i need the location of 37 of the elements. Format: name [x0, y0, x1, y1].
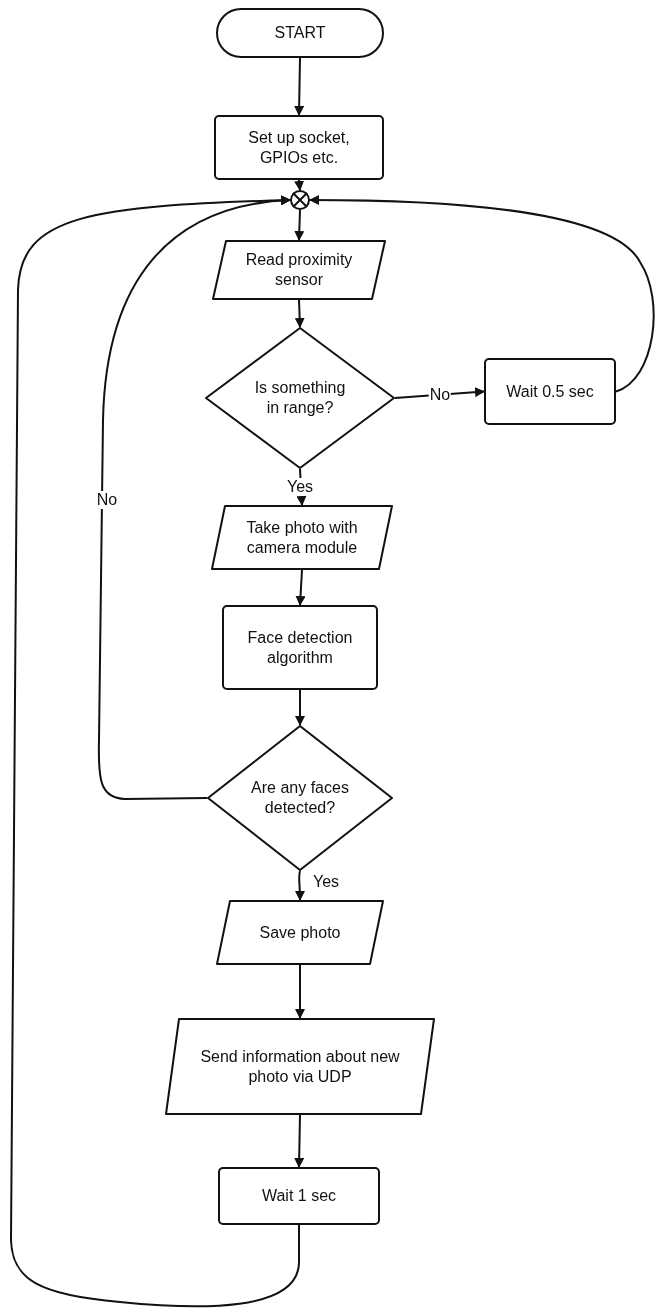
edge-label: Yes — [285, 478, 315, 496]
arrow — [10, 195, 300, 1308]
node-text: Set up socket, GPIOs etc. — [247, 127, 351, 168]
node-text: Read proximity sensor — [244, 250, 354, 290]
arrow — [295, 689, 305, 726]
arrow — [294, 179, 305, 191]
arrow — [295, 964, 305, 1019]
process-box — [218, 1167, 380, 1225]
arrow — [294, 870, 305, 901]
connector-circle — [290, 190, 310, 210]
arrow — [295, 569, 306, 606]
input-output-parallelogram — [212, 240, 386, 300]
arrow — [394, 387, 485, 399]
arrow — [294, 299, 305, 328]
input-output-parallelogram — [165, 1018, 435, 1115]
decision-diamond — [207, 725, 393, 871]
node-text: Save photo — [258, 922, 342, 943]
arrow — [309, 195, 655, 393]
arrow — [294, 209, 305, 241]
process-box — [484, 358, 616, 425]
node-text: Send information about new photo via UDP — [199, 1046, 401, 1087]
node-text: Wait 1 sec — [260, 1186, 338, 1206]
process-box — [222, 605, 378, 690]
node-text: Are any faces detected? — [250, 778, 350, 818]
process-box — [214, 115, 384, 180]
input-output-parallelogram — [211, 505, 393, 570]
node-text: START — [273, 23, 327, 43]
edge-label: No — [95, 491, 119, 509]
node-text: Face detection algorithm — [246, 627, 354, 668]
node-text: Is something in range? — [253, 378, 347, 418]
node-text: Wait 0.5 sec — [505, 381, 595, 402]
arrow — [294, 1114, 305, 1168]
input-output-parallelogram — [216, 900, 384, 965]
terminal-node — [216, 8, 384, 58]
node-text: Take photo with camera module — [245, 517, 359, 558]
arrow — [294, 57, 305, 116]
decision-diamond — [205, 327, 395, 469]
